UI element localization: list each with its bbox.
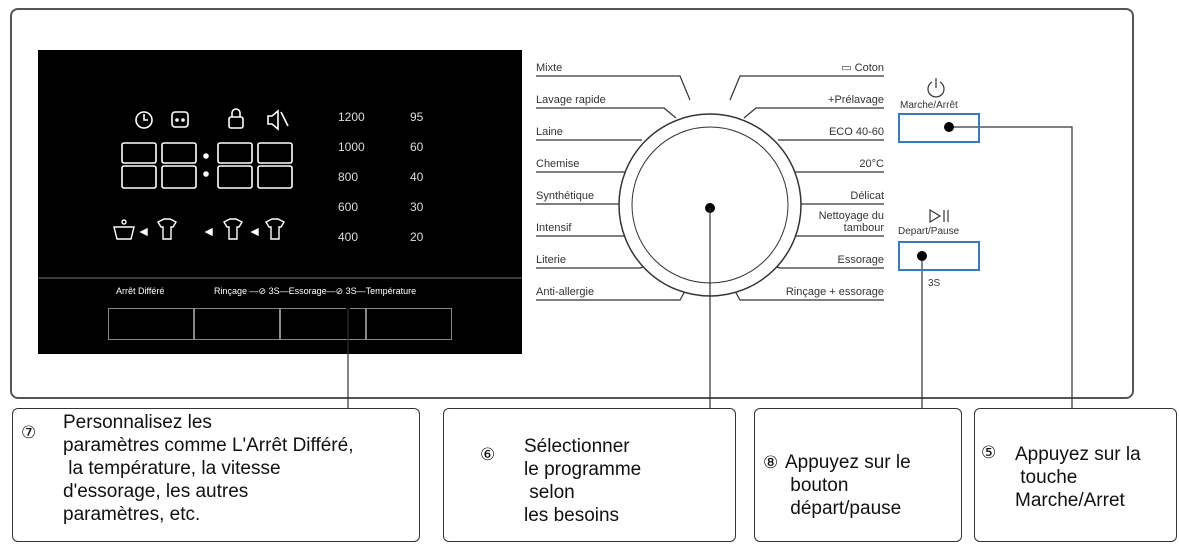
program-mixte: Mixte: [536, 62, 563, 74]
temp-value: 95: [410, 110, 424, 124]
spin-speed-list: 1200 1000 800 600 400: [338, 102, 378, 252]
callout-5: ⑤ Appuyez sur la touche Marche/Arret: [974, 408, 1177, 542]
delay-button[interactable]: [108, 308, 194, 340]
rinse-spin-temp-label: Rinçage —⊘ 3S—Essorage—⊘ 3S—Température: [214, 286, 417, 296]
power-label: Marche/Arrêt: [900, 100, 958, 111]
button-dot: [344, 301, 352, 309]
program-chemise: Chemise: [536, 158, 580, 170]
spin-icon: [265, 218, 285, 240]
power-icon: [927, 78, 945, 98]
speed-value: 600: [338, 200, 359, 214]
speed-value: 1200: [338, 110, 365, 124]
program-laine: Laine: [536, 126, 563, 138]
start-dot: [917, 251, 927, 261]
wash-icon: [157, 218, 177, 240]
mute-icon: [267, 109, 289, 131]
arrow-icon: [250, 227, 259, 237]
program-delicat: Délicat: [850, 190, 884, 202]
start-pause-hint: 3S: [928, 278, 941, 289]
temp-value: 30: [410, 200, 424, 214]
temperature-list: 95 60 40 30 20: [410, 102, 440, 252]
delay-label: Arrêt Différé: [116, 286, 165, 296]
lcd-display: 1200 1000 800 600 400 95 60 40 30 20 Arr…: [38, 50, 522, 354]
child-lock-icon: [171, 111, 189, 128]
callout-7: ⑦ Personnalisez les paramètres comme L'A…: [12, 408, 420, 542]
rinse-icon: [223, 218, 243, 240]
callout-6: ⑥ Sélectionner le programme selon les be…: [443, 408, 736, 542]
program-anti-allergie: Anti-allergie: [536, 286, 595, 298]
arrow-icon: [204, 227, 213, 237]
start-pause-button[interactable]: [898, 241, 980, 271]
start-pause-label: Depart/Pause: [898, 226, 960, 237]
display-icons: [38, 108, 522, 279]
temperature-button[interactable]: [366, 308, 452, 340]
program-rincage-essorage: Rinçage + essorage: [785, 286, 884, 298]
play-pause-icon: [929, 208, 949, 224]
spin-button[interactable]: [280, 308, 366, 340]
time-digits: [121, 142, 293, 189]
callout-number: ⑤: [981, 443, 997, 462]
callout-number: ⑧: [763, 453, 779, 472]
callout-number: ⑥: [480, 445, 496, 464]
program-essorage: Essorage: [837, 254, 884, 266]
speed-value: 800: [338, 170, 359, 184]
program-20c: 20°C: [859, 158, 884, 170]
callout-text: Appuyez sur la touche Marche/Arret: [1015, 444, 1141, 511]
door-lock-icon: [228, 108, 244, 129]
program-prelavage: +Prélavage: [828, 94, 884, 106]
temp-value: 60: [410, 140, 424, 154]
program-synthetique: Synthétique: [536, 190, 595, 202]
temp-value: 20: [410, 230, 424, 244]
program-literie: Literie: [536, 254, 566, 266]
speed-value: 1000: [338, 140, 365, 154]
temp-value: 40: [410, 170, 424, 184]
callout-number: ⑦: [21, 423, 37, 442]
clock-icon: [135, 111, 153, 129]
power-dot: [944, 122, 954, 132]
program-intensif: Intensif: [536, 222, 572, 234]
callout-text: Personnalisez les paramètres comme L'Arr…: [63, 412, 354, 525]
callout-8: ⑧ Appuyez sur le bouton départ/pause: [754, 408, 962, 542]
program-coton: ▭ Coton: [841, 62, 884, 74]
power-button[interactable]: [898, 113, 980, 143]
program-lavage-rapide: Lavage rapide: [536, 94, 606, 106]
arrow-icon: [139, 227, 148, 237]
program-nettoyage: Nettoyage du tambour: [818, 210, 884, 234]
control-panel: [10, 8, 1134, 399]
callout-text: Appuyez sur le bouton départ/pause: [785, 452, 911, 519]
speed-value: 400: [338, 230, 359, 244]
prewash-icon: [113, 219, 135, 240]
callout-text: Sélectionner le programme selon les beso…: [524, 436, 642, 526]
rinse-button[interactable]: [194, 308, 280, 340]
program-eco: ECO 40-60: [828, 126, 884, 138]
